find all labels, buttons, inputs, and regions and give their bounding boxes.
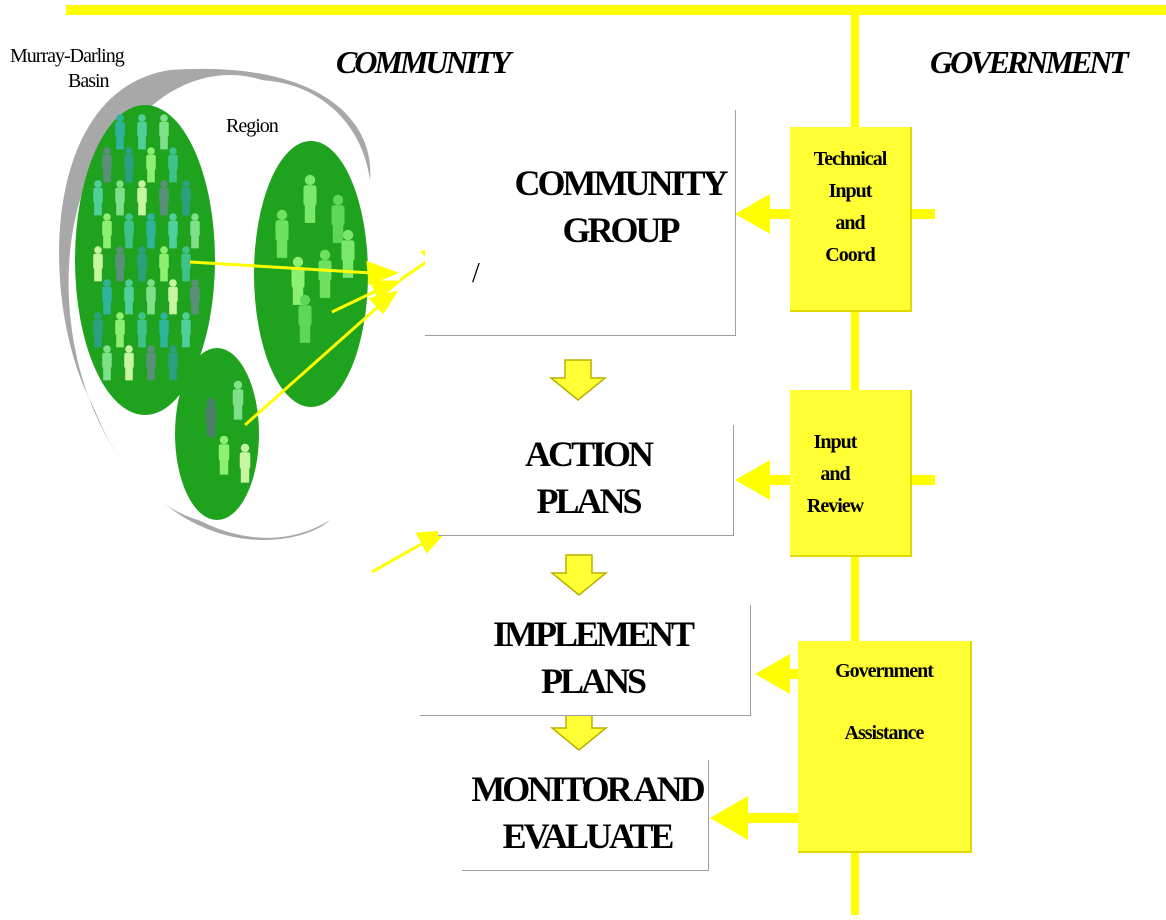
down-arrow-3 — [549, 711, 609, 751]
person-icon — [275, 209, 289, 258]
gov-box-review: Input and Review — [790, 390, 912, 557]
people-group-small — [205, 380, 251, 483]
implement-plans-title: IMPLEMENT PLANS — [420, 611, 765, 705]
person-icon — [146, 147, 156, 183]
person-icon — [239, 443, 251, 483]
person-icon — [137, 246, 147, 282]
region-label: Region — [226, 115, 279, 137]
step-community-group: COMMUNITY GROUP / — [425, 110, 736, 336]
implement-plans-line2: PLANS — [540, 660, 647, 701]
basin-label-line2: Basin — [68, 70, 110, 92]
down-arrow-2 — [549, 554, 609, 596]
action-plans-title: ACTION PLANS — [438, 431, 738, 525]
community-group-line2: GROUP — [562, 209, 681, 250]
gov-review-text: Input and Review — [790, 426, 880, 522]
people-group-large — [93, 114, 200, 381]
person-icon — [93, 312, 103, 348]
monitor-evaluate-title: MONITOR AND EVALUATE — [442, 766, 732, 860]
person-icon — [218, 435, 230, 475]
person-icon — [291, 256, 305, 305]
person-icon — [181, 246, 191, 282]
person-icon — [146, 345, 156, 381]
monitor-evaluate-line2: EVALUATE — [502, 815, 675, 856]
person-icon — [168, 213, 178, 249]
person-icon — [115, 180, 125, 216]
person-icon — [124, 147, 134, 183]
person-icon — [93, 180, 103, 216]
person-icon — [115, 246, 125, 282]
person-icon — [168, 147, 178, 183]
person-icon — [205, 397, 217, 437]
person-icon — [318, 249, 332, 298]
person-icon — [115, 312, 125, 348]
gov-technical-line3: and — [835, 212, 865, 234]
gov-technical-line2: Input — [828, 180, 873, 202]
step-monitor-evaluate: MONITOR AND EVALUATE — [462, 760, 709, 871]
down-arrow-1 — [548, 359, 608, 401]
person-icon — [331, 194, 345, 243]
person-icon — [115, 114, 125, 150]
person-icon — [137, 180, 147, 216]
person-icon — [181, 312, 191, 348]
person-icon — [124, 279, 134, 315]
person-icon — [159, 180, 169, 216]
action-plans-line1: ACTION — [524, 434, 654, 474]
person-icon — [124, 345, 134, 381]
gov-review-line1: Input — [813, 431, 858, 453]
person-icon — [124, 213, 134, 249]
community-heading: COMMUNITY — [336, 44, 511, 80]
person-icon — [168, 279, 178, 315]
person-icon — [298, 294, 312, 343]
monitor-evaluate-line1: MONITOR AND — [471, 769, 705, 809]
people-group-region — [275, 174, 355, 343]
person-icon — [93, 246, 103, 282]
person-icon — [168, 345, 178, 381]
person-icon — [146, 213, 156, 249]
gov-technical-text: Technical Input and Coord — [790, 143, 910, 271]
person-icon — [159, 246, 169, 282]
gov-technical-line1: Technical — [813, 148, 888, 170]
person-icon — [181, 180, 191, 216]
government-heading: GOVERNMENT — [930, 44, 1129, 80]
person-icon — [303, 174, 317, 223]
step-action-plans: ACTION PLANS — [438, 425, 734, 536]
basin-label-line1: Murray-Darling — [10, 45, 125, 67]
person-icon — [146, 279, 156, 315]
person-icon — [159, 312, 169, 348]
gov-assistance-line2: Assistance — [844, 722, 925, 744]
person-icon — [102, 213, 112, 249]
person-icon — [159, 114, 169, 150]
step-implement-plans: IMPLEMENT PLANS — [420, 605, 751, 716]
gov-technical-line4: Coord — [825, 244, 875, 266]
gov-review-line2: and — [820, 463, 850, 485]
person-icon — [137, 312, 147, 348]
person-icon — [137, 114, 147, 150]
gov-assistance-line1: Government — [835, 660, 934, 682]
person-icon — [190, 279, 200, 315]
community-group-title: COMMUNITY GROUP — [425, 160, 815, 254]
community-group-mark: / — [472, 258, 480, 289]
person-icon — [190, 213, 200, 249]
basin-label: Murray-Darling Basin — [10, 44, 180, 94]
gov-review-line3: Review — [806, 495, 864, 517]
community-ellipse-small — [175, 348, 259, 520]
person-icon — [102, 279, 112, 315]
action-plans-line2: PLANS — [536, 480, 642, 521]
gov-box-technical: Technical Input and Coord — [790, 127, 912, 312]
gov-box-assistance: Government Assistance — [798, 641, 972, 853]
person-icon — [102, 147, 112, 183]
person-icon — [232, 380, 244, 420]
top-divider-line — [66, 5, 1166, 15]
person-icon — [341, 229, 355, 278]
person-icon — [102, 345, 112, 381]
community-group-line1: COMMUNITY — [514, 163, 729, 203]
implement-plans-line1: IMPLEMENT — [492, 614, 695, 654]
